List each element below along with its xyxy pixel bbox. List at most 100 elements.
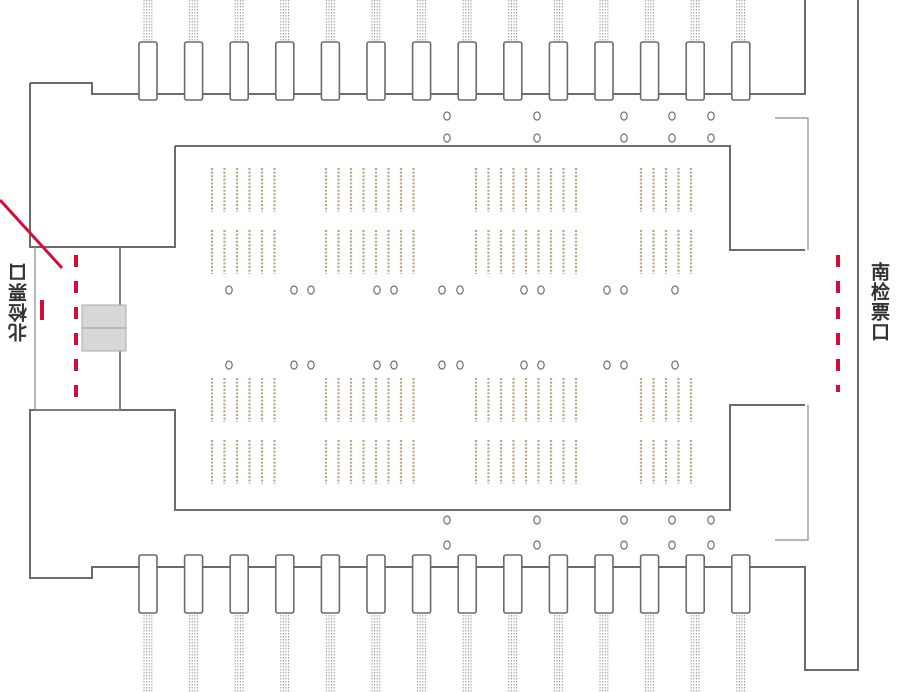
pillar	[290, 360, 298, 370]
south-exit-label: 南检票口	[868, 262, 890, 342]
pillar	[307, 285, 315, 295]
gate	[639, 41, 660, 101]
gate-bridge	[417, 612, 426, 692]
seat-block	[474, 378, 578, 422]
pillar	[438, 360, 446, 370]
seat-block	[324, 440, 415, 484]
waiting-hall-wall	[120, 145, 805, 511]
gate-bridge	[736, 0, 746, 42]
pillar	[533, 133, 541, 143]
gate	[183, 41, 204, 101]
outer-wall	[29, 0, 859, 671]
gate	[411, 41, 432, 101]
gate	[730, 41, 751, 101]
pillar	[620, 285, 628, 295]
gate	[548, 41, 569, 101]
pillar	[225, 360, 233, 370]
pillar	[456, 285, 464, 295]
gate-bridge	[325, 0, 335, 42]
gate	[138, 41, 158, 101]
gate-bridge	[553, 612, 563, 692]
gate	[411, 554, 432, 614]
pillar	[438, 285, 446, 295]
gate-bridge	[371, 612, 381, 692]
pillar	[390, 360, 398, 370]
pillar	[671, 285, 679, 295]
gate-bridge	[508, 0, 518, 42]
pillar	[707, 111, 715, 121]
pillars	[225, 111, 715, 550]
pillar	[668, 111, 676, 121]
pillar	[707, 133, 715, 143]
pillar	[533, 515, 541, 525]
pillar	[373, 360, 381, 370]
gate-bridge	[462, 0, 472, 42]
pillar	[668, 133, 676, 143]
pillar	[620, 133, 628, 143]
pillar	[671, 360, 679, 370]
side-room-top	[775, 117, 809, 250]
pillar	[603, 285, 611, 295]
gate	[320, 41, 341, 101]
gate	[685, 41, 706, 101]
gate	[274, 554, 295, 614]
gate	[457, 41, 478, 101]
gate	[138, 554, 158, 614]
gate-bridge	[553, 0, 563, 42]
seat-block	[324, 168, 415, 212]
seat-block	[639, 230, 693, 274]
pillar	[307, 360, 315, 370]
gate-bridge	[508, 612, 518, 692]
gate-bridge	[189, 0, 198, 42]
pillar	[668, 515, 676, 525]
gate	[320, 554, 341, 614]
seat-block	[474, 230, 578, 274]
pillar	[620, 360, 628, 370]
gate-bridge	[143, 0, 153, 42]
pillar	[620, 515, 628, 525]
seat-block	[210, 230, 276, 274]
pillar	[537, 285, 545, 295]
seat-block	[639, 440, 693, 484]
gate-bridge	[462, 612, 472, 692]
pillar	[443, 540, 451, 550]
gate-bridge	[599, 612, 609, 692]
gate	[229, 41, 249, 101]
gate-bridge	[280, 0, 290, 42]
side-room-bottom	[775, 405, 809, 541]
pillar	[520, 360, 528, 370]
gate	[366, 41, 386, 101]
pillar	[537, 360, 545, 370]
gate-bridge	[325, 612, 335, 692]
pillar	[533, 540, 541, 550]
gate-bridge	[280, 612, 290, 692]
gate	[274, 41, 295, 101]
gate	[457, 554, 478, 614]
pillar	[707, 515, 715, 525]
gate	[183, 554, 204, 614]
gate	[502, 554, 523, 614]
seat-block	[210, 378, 276, 422]
gate	[229, 554, 249, 614]
seat-block	[324, 230, 415, 274]
pillar	[603, 360, 611, 370]
seat-block	[639, 378, 693, 422]
gate-bridge	[645, 612, 654, 692]
waiting-seats	[210, 168, 693, 484]
pillar	[290, 285, 298, 295]
gate-bridge	[599, 0, 609, 42]
pillar	[707, 540, 715, 550]
seat-block	[324, 378, 415, 422]
boarding-gates-bottom	[138, 554, 751, 692]
gate	[502, 41, 523, 101]
seat-block	[474, 440, 578, 484]
pillar	[390, 285, 398, 295]
pillar	[533, 111, 541, 121]
pillar	[443, 133, 451, 143]
gate	[639, 554, 660, 614]
pillar	[520, 285, 528, 295]
gate-bridge	[736, 612, 746, 692]
gate	[594, 41, 614, 101]
gate-bridge	[690, 612, 700, 692]
